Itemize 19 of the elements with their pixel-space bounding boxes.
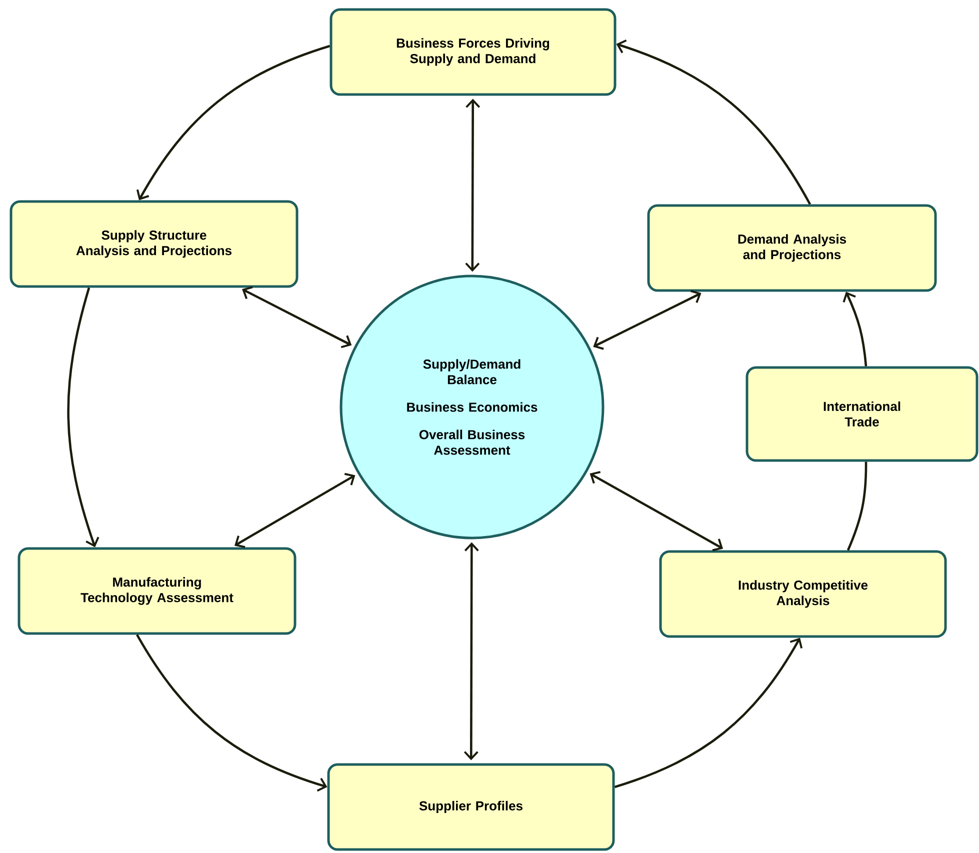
arrow <box>242 286 352 348</box>
process-box: Manufacturing Technology Assessment <box>18 547 296 635</box>
arrow <box>136 44 330 200</box>
arrow <box>136 634 328 792</box>
process-box: Demand Analysis and Projections <box>647 204 937 292</box>
arrow <box>614 638 803 788</box>
arrow <box>465 98 480 272</box>
arrow <box>842 292 868 366</box>
process-box: Industry Competitive Analysis <box>659 550 947 638</box>
process-box: Business Forces Driving Supply and Demand <box>330 8 616 96</box>
arrow <box>616 39 811 205</box>
arrow <box>593 290 702 350</box>
process-box: Supplier Profiles <box>327 763 615 851</box>
arrow <box>464 542 479 760</box>
process-box: International Trade <box>746 366 978 462</box>
arrow <box>590 471 724 552</box>
arrow <box>67 287 100 548</box>
process-box: Supply Structure Analysis and Projections <box>10 200 298 288</box>
arrow <box>234 472 356 548</box>
